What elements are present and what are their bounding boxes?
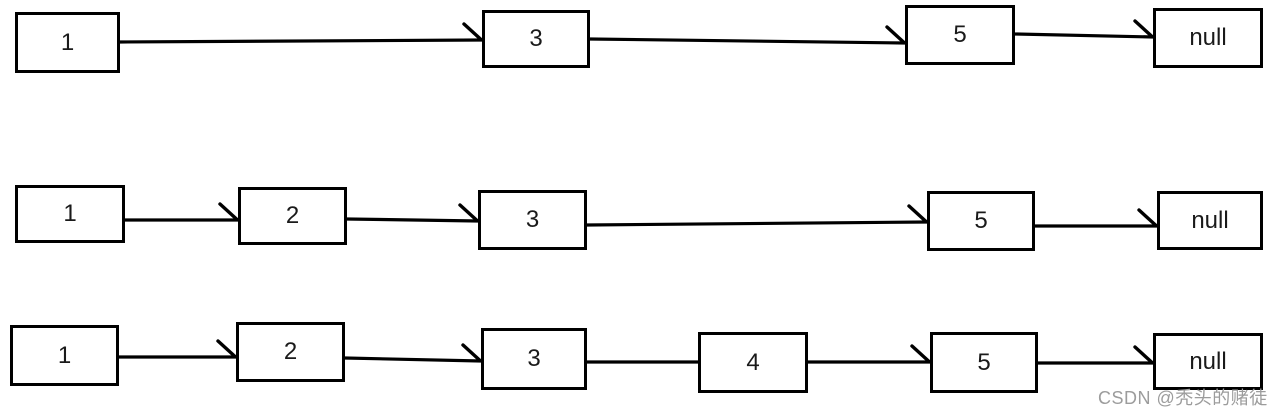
arrow-line-row2-3-to-5 (586, 220, 928, 227)
node-label: null (1189, 347, 1227, 375)
row2-node-2: 2 (238, 187, 347, 245)
node-label: 5 (974, 207, 988, 234)
arrowhead-tick (462, 22, 483, 42)
arrow-line-row2-2-to-3 (346, 217, 479, 223)
arrow-line-row3-2-to-3 (344, 356, 482, 363)
arrow-line-row1-5-to-null (1014, 32, 1154, 39)
row2-node-1: 1 (15, 185, 125, 243)
node-label: 5 (953, 21, 967, 48)
node-label: 2 (285, 202, 300, 229)
row2-node-3: 3 (478, 190, 587, 250)
row3-node-4: 4 (698, 332, 808, 393)
node-label: 4 (746, 348, 760, 376)
row3-node-null: null (1153, 333, 1263, 390)
csdn-watermark: CSDN @秃头的赌徒 (1098, 388, 1268, 408)
row2-node-null: null (1157, 191, 1263, 250)
row1-node-5: 5 (905, 5, 1015, 65)
arrowhead-tick (461, 343, 482, 363)
row1-node-3: 3 (482, 10, 590, 68)
arrowhead-tick (218, 202, 239, 222)
arrowhead-tick (910, 344, 931, 364)
row3-node-1: 1 (10, 325, 119, 386)
arrow-line-row1-1-to-3 (119, 38, 483, 44)
arrowhead-tick (458, 203, 479, 223)
node-label: 5 (977, 348, 991, 376)
row3-node-3: 3 (481, 328, 587, 390)
row2-node-5: 5 (927, 191, 1035, 251)
arrowhead-tick (216, 339, 237, 359)
arrowhead-tick (1133, 345, 1154, 365)
node-label: 1 (57, 341, 72, 369)
row1-node-null: null (1153, 8, 1263, 68)
node-label: null (1191, 206, 1229, 234)
node-label: 3 (529, 25, 543, 52)
row3-node-2: 2 (236, 322, 345, 382)
arrowhead-tick (885, 25, 906, 45)
node-label: 1 (63, 200, 77, 227)
arrow-line-row1-3-to-5 (589, 37, 906, 45)
row1-node-1: 1 (15, 12, 120, 73)
arrowhead-tick (1133, 19, 1154, 39)
arrowhead-tick (907, 204, 928, 224)
arrowhead-tick (1137, 208, 1158, 228)
node-label: null (1189, 24, 1227, 51)
node-label: 3 (527, 345, 541, 372)
row3-node-5: 5 (930, 332, 1038, 393)
node-label: 1 (60, 28, 75, 56)
node-label: 2 (283, 338, 298, 365)
node-label: 3 (525, 206, 540, 233)
